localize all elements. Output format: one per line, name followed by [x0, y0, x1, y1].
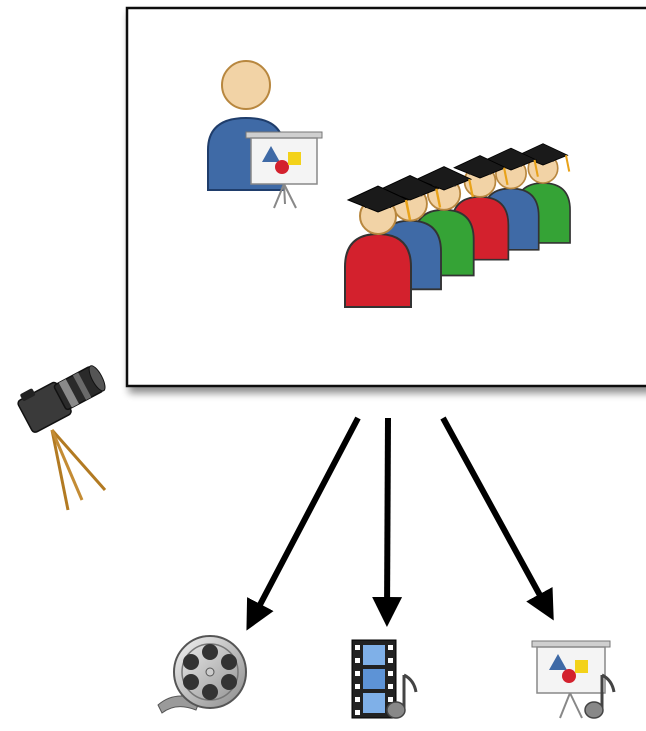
slides-with-audio-icon [531, 640, 616, 719]
arrow-to-film-reel [246, 416, 361, 631]
film-reel-icon [157, 635, 247, 714]
graduate-figure [344, 185, 412, 308]
arrow-to-slides [440, 416, 554, 621]
output-arrows [246, 416, 554, 631]
arrow-to-film-strip [372, 417, 403, 627]
film-strip-with-audio-icon [351, 639, 418, 719]
video-camera-on-tripod-icon [17, 365, 107, 511]
presenter-icon [207, 60, 323, 209]
graduates-audience-icon [344, 143, 571, 308]
